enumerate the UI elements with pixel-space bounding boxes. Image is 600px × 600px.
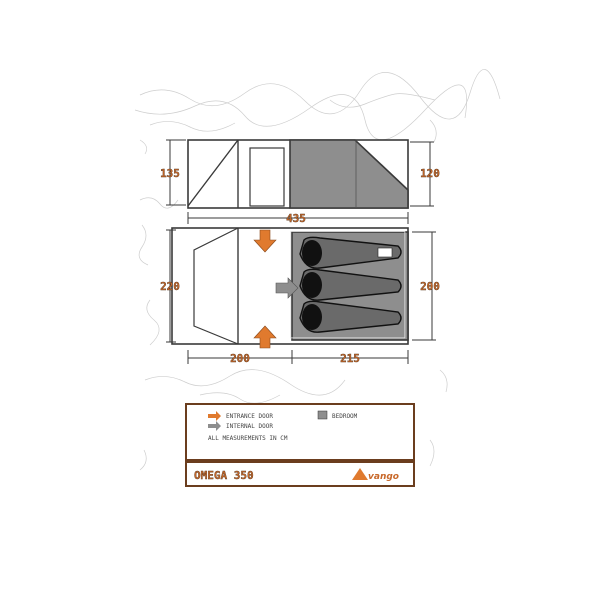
mountain-logo-icon xyxy=(352,468,368,480)
side-elevation xyxy=(166,139,434,224)
legend-entrance-door-label: ENTRANCE DOOR xyxy=(226,413,273,420)
sleeping-bag xyxy=(299,300,402,333)
sleeping-bag xyxy=(299,236,402,269)
legend-entrance-door: ENTRANCE DOOR xyxy=(208,411,273,421)
internal-door-arrow xyxy=(275,277,299,299)
entrance-door-arrow-bottom xyxy=(253,325,277,349)
side-height-right-label: 120 xyxy=(420,167,440,180)
legend-bedroom-label: BEDROOM xyxy=(332,413,358,420)
legend-internal-door-label: INTERNAL DOOR xyxy=(226,423,273,430)
sleeping-bag xyxy=(299,268,402,301)
brand-name: vango xyxy=(368,472,399,482)
width-right-label: 200 xyxy=(420,280,440,293)
orange-arrow-icon xyxy=(208,411,221,421)
grey-arrow-icon xyxy=(208,421,221,431)
legend-box: ENTRANCE DOOR INTERNAL DOOR BEDROOM ALL … xyxy=(185,403,415,487)
legend-note: ALL MEASUREMENTS IN CM xyxy=(208,435,288,442)
total-length-label: 435 xyxy=(286,212,306,225)
sleeping-bags xyxy=(299,236,402,333)
side-height-left-label: 135 xyxy=(160,167,180,180)
porch-length-label: 200 xyxy=(230,352,250,365)
width-left-label: 220 xyxy=(160,280,180,293)
vango-logo: vango xyxy=(352,468,399,482)
legend-bedroom: BEDROOM xyxy=(317,410,358,420)
entrance-door-arrow-top xyxy=(253,229,277,253)
legend-internal-door: INTERNAL DOOR xyxy=(208,421,273,431)
bedroom-swatch-icon xyxy=(317,410,328,420)
bedroom-length-label: 215 xyxy=(340,352,360,365)
model-name: OMEGA 350 xyxy=(194,469,254,482)
